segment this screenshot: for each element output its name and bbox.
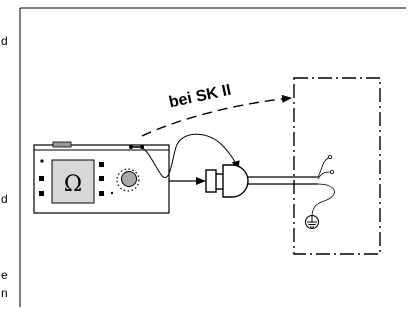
wire-terminal (329, 169, 334, 174)
meter-display (51, 159, 95, 204)
skii-annotation: bei SK II (167, 82, 232, 112)
edge-text-fragment: d (1, 192, 8, 206)
probe-lead (141, 133, 240, 179)
edge-text-fragment: n (1, 286, 8, 300)
indicator-dot (110, 191, 114, 195)
indicator-square (39, 191, 44, 196)
meter-handle (52, 141, 72, 148)
edge-text-fragment: e (1, 268, 8, 282)
wire-terminal (327, 154, 332, 159)
ohm-symbol: Ω (64, 172, 82, 197)
protective-conductor (311, 183, 335, 217)
edge-text-fragment: d (1, 34, 8, 48)
indicator-square (99, 176, 104, 181)
wire (317, 171, 331, 180)
indicator-dot (40, 159, 44, 163)
rotary-knob (121, 171, 137, 187)
protective-earth-symbol (305, 215, 319, 229)
mains-plug (205, 164, 249, 198)
device-under-test (293, 77, 381, 255)
indicator-square (39, 176, 44, 181)
dashed-arrow (141, 94, 292, 137)
rotary-knob-scale (116, 168, 140, 192)
meter-device: Ω (33, 141, 170, 214)
indicator-square (99, 162, 104, 167)
wire (317, 157, 329, 178)
plug-body (222, 164, 249, 198)
indicator-square (99, 191, 104, 196)
plug-pin-block (205, 169, 217, 193)
